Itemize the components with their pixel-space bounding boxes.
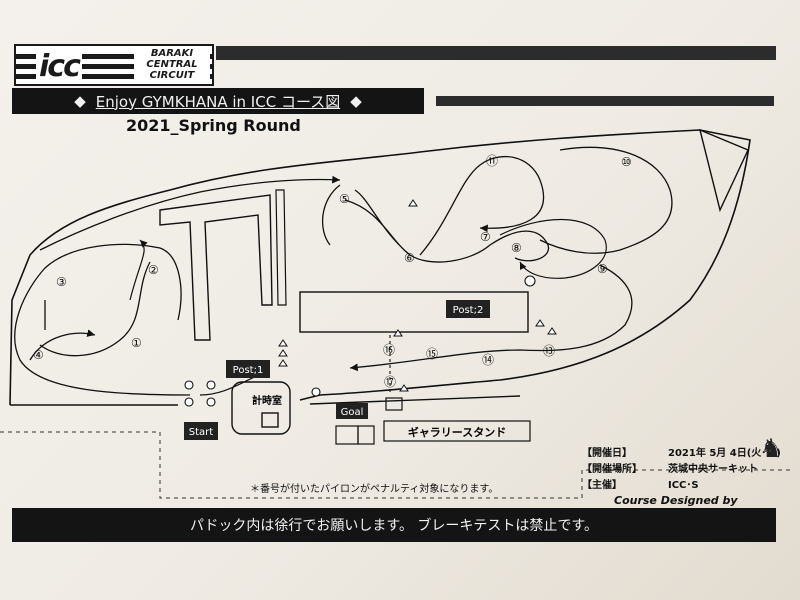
route-top-straight [39, 175, 341, 251]
start-label: Start [189, 427, 214, 438]
waypoint-7: ⑦ [480, 230, 491, 244]
title-bar: ◆ Enjoy GYMKHANA in ICC コース図 ◆ [12, 88, 424, 114]
route-mid-loops [321, 155, 549, 263]
header-rule [216, 46, 776, 60]
circuit-outline [9, 129, 751, 406]
footer-notice: パドック内は徐行でお願いします。 ブレーキテストは禁止です。 [12, 508, 776, 542]
waypoint-3: ③ [56, 275, 67, 289]
waypoint-13: ⑬ [543, 344, 555, 358]
venue-label: 【開催場所】 [582, 464, 642, 475]
right-tip [698, 128, 749, 213]
waypoint-9: ⑨ [597, 262, 608, 276]
paddock-block [299, 291, 529, 333]
pylon-icon [278, 199, 557, 392]
cone-marker [184, 275, 536, 407]
goal-label: Goal [341, 407, 364, 418]
logo-line: CIRCUIT [149, 70, 195, 81]
waypoint-5: ⑤ [339, 192, 350, 206]
waypoint-11: ⑪ [486, 154, 498, 168]
route-left-loops [14, 243, 191, 396]
timing-building [231, 381, 291, 435]
waypoint-4: ④ [33, 348, 44, 362]
grandstand-label: ギャラリースタンド [408, 425, 506, 439]
waypoint-17: ⑰ [384, 375, 396, 389]
waypoint-10: ⑩ [621, 155, 632, 169]
timing-booth-label: 計時室 [252, 394, 282, 407]
goal-line [309, 395, 521, 405]
horse-icon: ♞ [760, 434, 784, 464]
date-label: 【開催日】 [582, 448, 632, 459]
venue-value: 茨城中央サーキット [668, 464, 758, 475]
waypoint-1: ① [131, 336, 142, 350]
waypoint-14: ⑭ [482, 353, 494, 367]
waypoint-6: ⑥ [404, 251, 415, 265]
post-1-label: Post;1 [233, 365, 264, 376]
grandstand [383, 420, 531, 442]
circuit-logo: icc BARAKI CENTRAL CIRCUIT [14, 44, 214, 86]
host-label: 【主催】 [582, 480, 622, 491]
date-value: 2021年 5月 4日(火･祝) [668, 448, 781, 459]
logo-mark: icc [36, 52, 82, 82]
post-2-label: Post;2 [453, 305, 484, 316]
title-rule [436, 96, 774, 106]
footer-text: パドック内は徐行でお願いします。 ブレーキテストは禁止です。 [189, 518, 599, 534]
waypoint-15: ⑮ [426, 347, 438, 361]
waypoint-2: ② [148, 263, 159, 277]
diamond-icon: ◆ [74, 92, 86, 110]
event-info: 【開催日】 2021年 5月 4日(火･祝) 【開催場所】 茨城中央サーキット 【主… [582, 446, 781, 494]
logo-name: BARAKI CENTRAL CIRCUIT [134, 48, 210, 81]
waypoint-16: ⑯ [383, 343, 395, 357]
logo-line: BARAKI [150, 48, 194, 59]
penalty-note: ＊番号が付いたパイロンがペナルティ対象になります。 [250, 484, 499, 495]
route-right-loops [350, 146, 673, 368]
logo-line: CENTRAL [146, 59, 198, 70]
diamond-icon: ◆ [350, 92, 362, 110]
page-title: Enjoy GYMKHANA in ICC コース図 [95, 92, 341, 111]
host-value: ICC･S [668, 480, 699, 491]
round-title: 2021_Spring Round [126, 116, 301, 135]
infield-structure [159, 194, 273, 341]
waypoint-8: ⑧ [511, 241, 522, 255]
